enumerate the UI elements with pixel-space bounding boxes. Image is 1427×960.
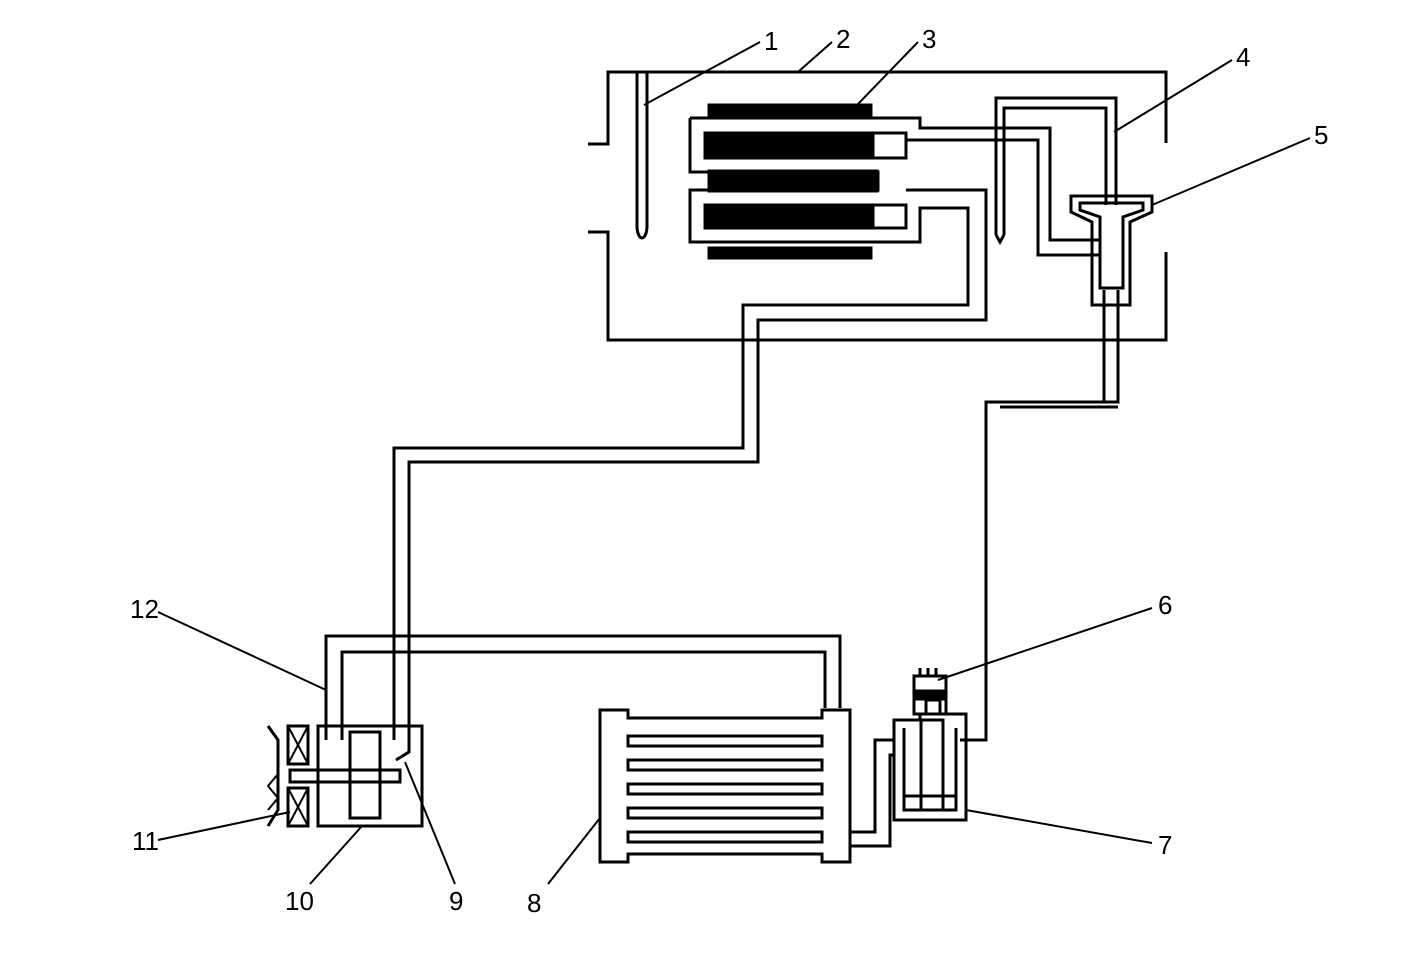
compressor-discharge-line (324, 634, 842, 740)
callout-8: 8 (527, 888, 541, 918)
callout-labels: 1 2 3 4 5 6 7 8 9 10 11 12 (130, 24, 1328, 918)
callout-2: 2 (836, 24, 850, 54)
compressor (266, 724, 424, 828)
callout-5: 5 (1314, 120, 1328, 150)
callout-9: 9 (449, 886, 463, 916)
callout-leaders (157, 41, 1311, 885)
callout-10: 10 (285, 886, 314, 916)
hvac-module-housing (588, 70, 1168, 342)
evaporator-core (392, 103, 1100, 762)
expansion-valve (960, 194, 1154, 742)
receiver-dehydrator (892, 712, 968, 822)
condenser (598, 708, 894, 864)
callout-12: 12 (130, 594, 159, 624)
callout-11: 11 (132, 826, 159, 856)
callout-4: 4 (1236, 42, 1250, 72)
expansion-valve-capillary (994, 96, 1118, 246)
callout-1: 1 (764, 26, 778, 56)
temperature-sensor (635, 73, 649, 240)
callout-6: 6 (1158, 590, 1172, 620)
callout-7: 7 (1158, 830, 1172, 860)
pressure-switch (912, 668, 948, 716)
callout-3: 3 (922, 24, 936, 54)
